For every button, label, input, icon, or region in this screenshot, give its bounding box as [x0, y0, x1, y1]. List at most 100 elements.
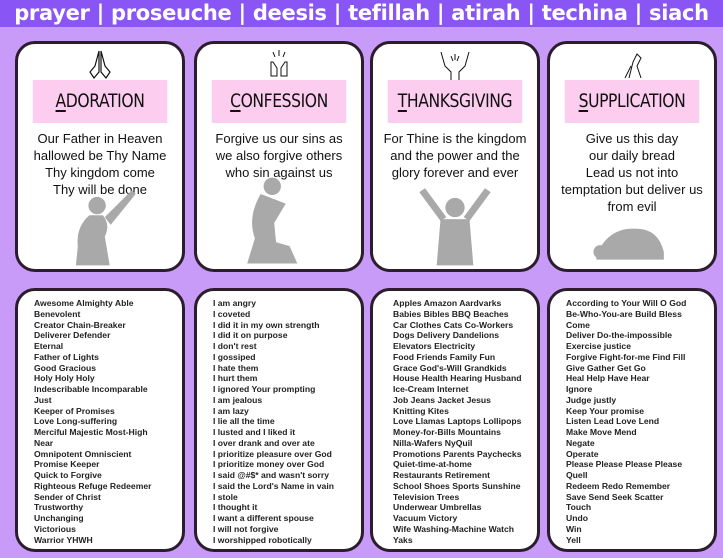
list-item: Give Gather Get Go — [566, 362, 646, 373]
list-item: Be-Who-You-are Build Bless — [566, 308, 682, 319]
list-item: Please Please Please Please — [566, 459, 683, 470]
list-item: I stole — [213, 491, 238, 502]
list-item: Unchanging — [34, 513, 84, 523]
list-item: Merciful Majestic Most-High — [34, 427, 148, 437]
list-item: Wife Washing-Machine Watch — [393, 523, 515, 534]
list-item: Ice-Cream Internet — [393, 384, 469, 394]
list-item: Car Clothes Cats Co-Workers — [393, 319, 514, 330]
worshipper-silhouette — [75, 190, 136, 266]
list-item: I worshipped robotically — [213, 534, 312, 545]
list-item: Dogs Delivery Dandelions — [393, 330, 500, 341]
list-item: I lusted and I liked it — [213, 427, 296, 437]
kneeling-silhouette — [247, 177, 298, 264]
list-item: Holy Holy Holy — [34, 373, 95, 384]
list-item: I did it in my own strength — [213, 319, 320, 330]
list-item: Touch — [566, 502, 592, 513]
list-item: Forgive Fight-for-me Find Fill — [566, 351, 686, 362]
list-item: Keeper of Promises — [34, 405, 115, 416]
list-item: Quick to Forgive — [34, 470, 102, 480]
list-item: Ignore — [566, 384, 593, 394]
list-item: Television Trees — [393, 491, 460, 502]
list-item: Exercise justice — [566, 341, 631, 351]
list-item: Awesome Almighty Able — [34, 298, 134, 308]
list-item: Benevolent — [34, 308, 81, 319]
list-item: I hate them — [213, 362, 259, 373]
list-item: I want a different spouse — [213, 513, 314, 523]
list-item: Righteous Refuge Redeemer — [34, 480, 152, 491]
list-item: Undo — [566, 513, 588, 523]
list-item: Win — [566, 523, 582, 534]
list-item: I lie all the time — [213, 416, 275, 427]
list-item: Listen Lead Love Lend — [566, 416, 660, 427]
list-item: Redeem Redo Remember — [566, 480, 671, 491]
list-item: I gossiped — [213, 351, 256, 362]
list-item: According to Your Will O God — [566, 298, 687, 308]
list-item: Sender of Christ — [34, 491, 101, 502]
list-item: I ignored Your prompting — [213, 384, 316, 394]
card-title: ADORATION — [32, 80, 168, 123]
list-item: House Health Hearing Husband — [393, 373, 522, 384]
open-hands-icon — [197, 48, 361, 82]
praying-hands-icon — [18, 48, 182, 82]
list-item: Come — [566, 319, 590, 330]
list-item: I prioritize pleasure over God — [213, 448, 332, 459]
list-item: Love Long-suffering — [34, 416, 118, 427]
list-item: I prioritize money over God — [213, 459, 325, 470]
list-item: Promise Keeper — [34, 459, 100, 470]
list-item: Elevators Electricity — [393, 341, 476, 351]
list-item: Trustworthy — [34, 502, 84, 513]
list-item: Babies Bibles BBQ Beaches — [393, 308, 509, 319]
list-item: Knitting Kites — [393, 405, 449, 416]
list-item: Nilla-Wafers NyQuil — [393, 437, 473, 448]
list-item: Victorious — [34, 523, 76, 534]
list-item: Near — [34, 437, 54, 448]
list-item: Heal Help Have Hear — [566, 373, 650, 384]
prostrate-silhouette — [593, 228, 664, 260]
list-item: Just — [34, 394, 52, 405]
list-item: Father of Lights — [34, 351, 99, 362]
list-item: Negate — [566, 437, 595, 448]
list-item: Yell — [566, 534, 581, 545]
list-item: Grace God's-Will Grandkids — [393, 362, 507, 373]
list-item: I thought it — [213, 502, 258, 513]
list-item: Promotions Parents Paychecks — [393, 448, 522, 459]
list-item: I am lazy — [213, 405, 249, 416]
list-item: I coveted — [213, 308, 251, 319]
list-item: Good Gracious — [34, 362, 97, 373]
list-item: I over drank and over ate — [213, 437, 315, 448]
list-item: Deliver Do-the-impossible — [566, 330, 673, 341]
list-item: Creator Chain-Breaker — [34, 319, 126, 330]
list-item: Underwear Umbrellas — [393, 502, 482, 513]
list-item: Yaks — [393, 534, 413, 545]
clasped-hands-icon — [550, 48, 714, 82]
list-item: I don't rest — [213, 341, 257, 351]
list-item: Omnipotent Omniscient — [34, 448, 132, 459]
list-item: I said the Lord's Name in vain — [213, 480, 334, 491]
list-item: Make Move Mend — [566, 427, 637, 437]
list-item: I am jealous — [213, 394, 263, 405]
raised-hands-icon — [373, 48, 537, 82]
list-item: Job Jeans Jacket Jesus — [393, 394, 491, 405]
card-title: THANKSGIVING — [387, 80, 523, 123]
list-item: Judge justly — [566, 394, 617, 405]
list-item: Eternal — [34, 341, 64, 351]
list-item: Operate — [566, 448, 599, 459]
list-item: Restaurants Retirement — [393, 470, 490, 480]
list-item: I will not forgive — [213, 523, 279, 534]
card-title: CONFESSION — [211, 80, 347, 123]
page-title: prayer | proseuche | deesis | tefillah |… — [0, 0, 723, 27]
card-title: SUPPLICATION — [564, 80, 700, 123]
list-item: Quiet-time-at-home — [393, 459, 472, 470]
list-item: I hurt them — [213, 373, 258, 384]
list-item: Quell — [566, 470, 588, 480]
